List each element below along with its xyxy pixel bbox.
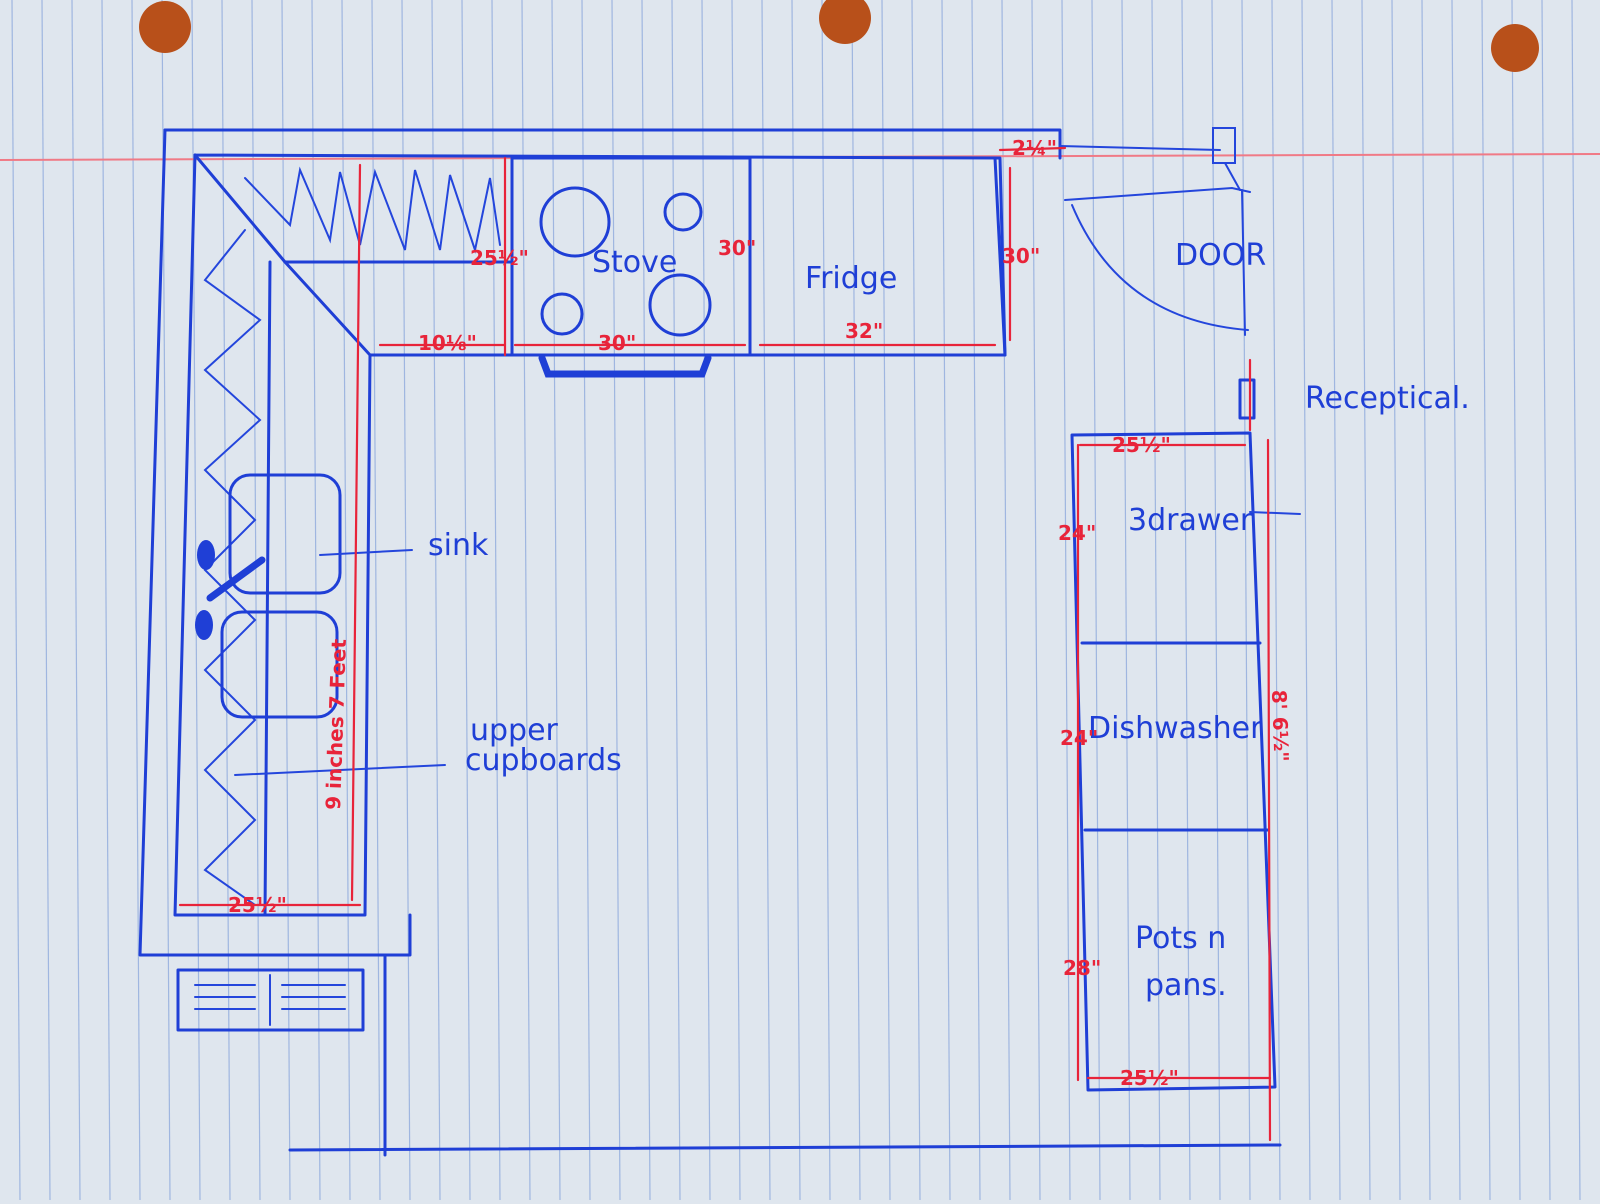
- rule-line: [551, 0, 561, 1201]
- rule-line: [1361, 0, 1371, 1201]
- rule-line: [1571, 0, 1581, 1201]
- rule-line: [941, 0, 951, 1201]
- rule-line: [1211, 0, 1221, 1201]
- door-label: DOOR: [1175, 238, 1266, 273]
- rule-line: [101, 0, 111, 1201]
- rule-line: [791, 0, 801, 1201]
- upper-cupboards-zigzag-left: [203, 229, 262, 906]
- cupboards-leader: [234, 764, 446, 776]
- pans-label: pans.: [1145, 968, 1227, 1003]
- rule-line: [1541, 0, 1551, 1201]
- rule-line: [11, 0, 21, 1201]
- oven-handle: [538, 354, 712, 378]
- dim-stove-width: 30": [598, 331, 636, 355]
- rule-line: [221, 0, 231, 1201]
- rule-line: [1001, 0, 1011, 1201]
- rule-line: [251, 0, 261, 1201]
- rule-line: [1031, 0, 1041, 1201]
- dim-right-top-depth: 25½": [1112, 433, 1171, 457]
- rule-line: [911, 0, 921, 1201]
- rule-line: [401, 0, 411, 1201]
- rule-line: [521, 0, 531, 1201]
- punch-hole-middle: [819, 0, 871, 44]
- rule-line: [731, 0, 741, 1201]
- dim-corner-depth: 25½": [470, 246, 529, 270]
- rule-line: [461, 0, 471, 1201]
- rule-line: [1121, 0, 1131, 1201]
- punch-hole-left: [139, 1, 191, 53]
- rule-line: [1271, 0, 1281, 1201]
- rule-line: [1241, 0, 1251, 1201]
- dim-fridge-gap: 2¼": [1012, 136, 1057, 160]
- cupboards-label: cupboards: [465, 743, 622, 778]
- stove: [510, 156, 752, 378]
- dim-counter-gap: 10⅛": [418, 331, 477, 355]
- dim-left-run: 9 inches 7 Feet: [321, 638, 351, 810]
- fridge-label: Fridge: [805, 261, 897, 296]
- rule-line: [1061, 0, 1071, 1201]
- dim-dishwasher-height: 24": [1060, 726, 1098, 750]
- door: [1064, 127, 1251, 336]
- rule-line: [41, 0, 51, 1201]
- dim-drawer-height: 24": [1058, 521, 1096, 545]
- rule-line: [641, 0, 651, 1201]
- rule-line: [1391, 0, 1401, 1201]
- dim-right-bottom-depth: 25½": [1120, 1066, 1179, 1090]
- stove-label: Stove: [592, 245, 677, 280]
- rule-line: [131, 0, 141, 1201]
- dim-fridge-width: 32": [845, 319, 883, 343]
- left-counter: [173, 153, 1007, 917]
- sink-label: sink: [428, 528, 489, 563]
- sink: [195, 473, 413, 719]
- punch-hole-right: [1491, 24, 1539, 72]
- dim-pots-height: 28": [1063, 956, 1101, 980]
- dim-left-depth: 25½": [228, 893, 287, 917]
- rule-line: [71, 0, 81, 1201]
- rule-line: [851, 0, 861, 1201]
- rule-line: [1181, 0, 1191, 1201]
- rule-line: [1451, 0, 1461, 1201]
- rule-line: [971, 0, 981, 1201]
- rule-line: [611, 0, 621, 1201]
- fridge: [748, 156, 1007, 357]
- dim-right-run: 8' 6½": [1267, 689, 1293, 762]
- receptical-outlet: [1238, 378, 1256, 420]
- vent: [176, 968, 365, 1032]
- rule-line: [341, 0, 351, 1201]
- rule-line: [281, 0, 291, 1201]
- pots-label: Pots n: [1135, 921, 1226, 956]
- dishwasher-label: Dishwasher: [1088, 711, 1263, 746]
- dim-stove-height: 30": [718, 236, 756, 260]
- rule-line: [1091, 0, 1101, 1201]
- receptical-label: Receptical.: [1305, 381, 1470, 416]
- rule-line: [881, 0, 891, 1201]
- rule-line: [1421, 0, 1431, 1201]
- rule-line: [821, 0, 831, 1201]
- rule-line: [371, 0, 381, 1201]
- three-drawer-label: 3drawer: [1128, 503, 1253, 538]
- rule-line: [431, 0, 441, 1201]
- dim-fridge-height: 30": [1002, 244, 1040, 268]
- rule-line: [671, 0, 681, 1201]
- rule-line: [581, 0, 591, 1201]
- upper-label: upper: [470, 713, 559, 748]
- rule-line: [761, 0, 771, 1201]
- right-cabinets: [1070, 431, 1301, 1092]
- faucet: [206, 556, 266, 602]
- rule-line: [701, 0, 711, 1201]
- rule-line: [1151, 0, 1161, 1201]
- dimension-lines: [178, 146, 1272, 1142]
- rule-line: [1301, 0, 1311, 1201]
- rule-line: [1481, 0, 1491, 1201]
- rule-line: [1511, 0, 1521, 1201]
- rule-line: [1331, 0, 1341, 1201]
- upper-cupboards-zigzag-top: [244, 166, 501, 254]
